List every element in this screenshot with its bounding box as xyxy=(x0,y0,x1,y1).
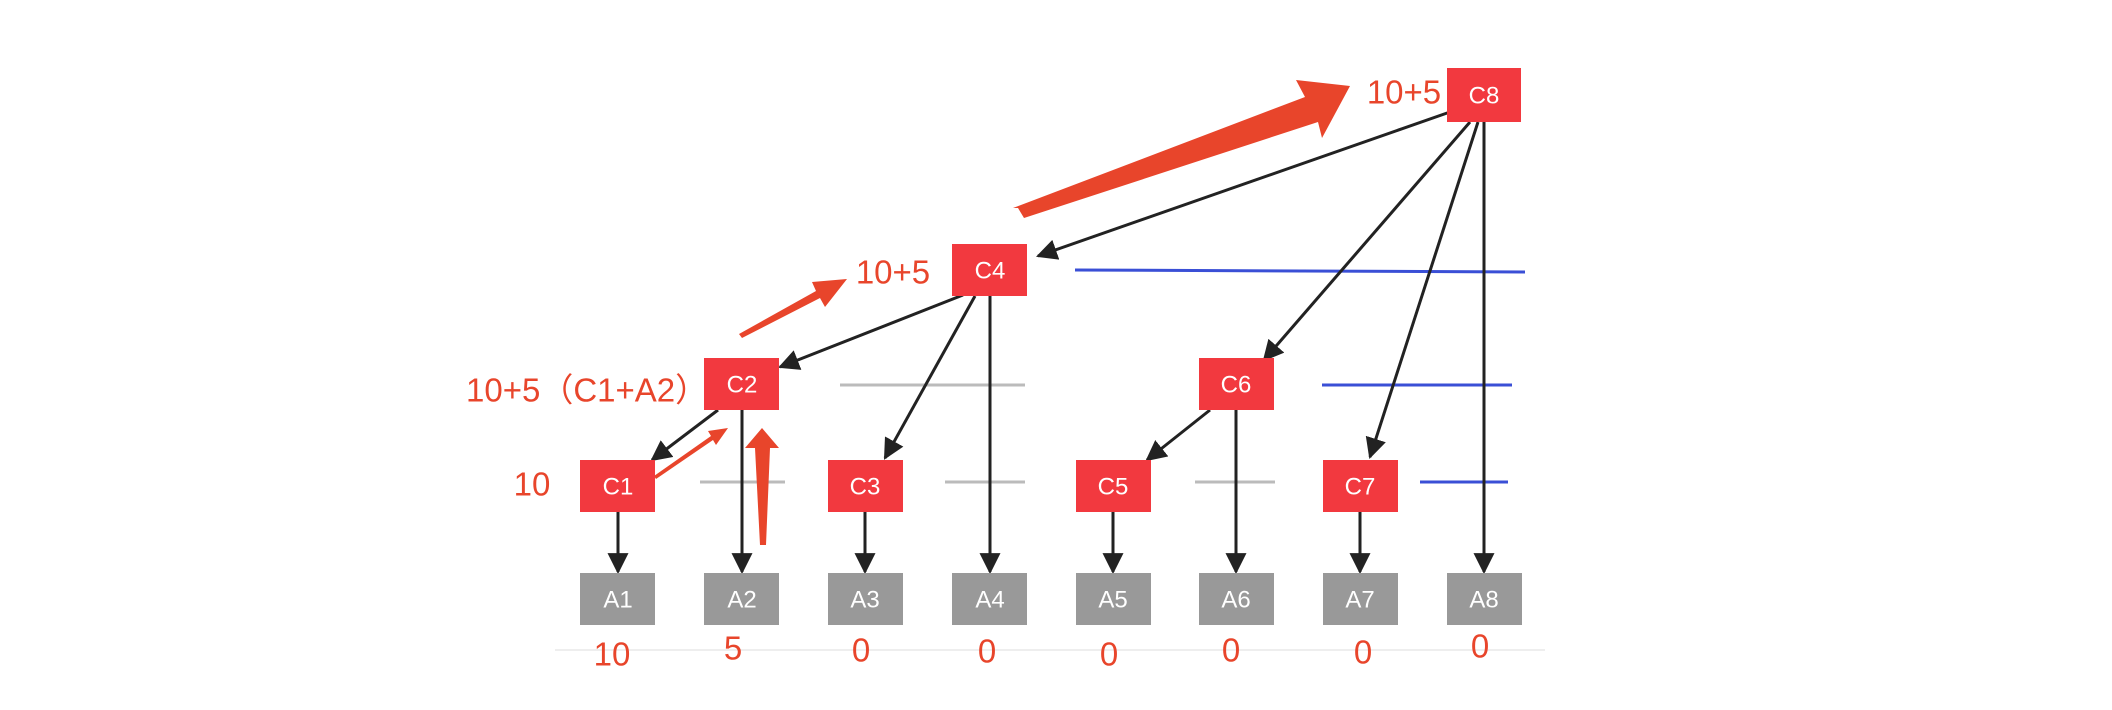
node-A7: A7 xyxy=(1323,573,1398,625)
node-label: A6 xyxy=(1221,587,1250,614)
node-C2: C2 xyxy=(704,358,779,410)
node-C4: C4 xyxy=(952,244,1027,296)
node-C7: C7 xyxy=(1323,460,1398,512)
node-label: A3 xyxy=(850,587,879,614)
annotation-c8: 10+5 xyxy=(1367,74,1441,111)
edge-c6-c5 xyxy=(1145,408,1211,462)
node-A5: A5 xyxy=(1076,573,1151,625)
edge-c2-c1 xyxy=(650,408,719,462)
red-arrow-a2-to-c2 xyxy=(745,428,779,545)
edge-c4-c2 xyxy=(778,293,964,370)
annotation-c1: 10 xyxy=(514,466,551,503)
node-label: A1 xyxy=(603,587,632,614)
node-label: A8 xyxy=(1469,587,1498,614)
node-C8: C8 xyxy=(1447,68,1521,122)
edge-c8-c7 xyxy=(1365,121,1480,459)
value-a6: 0 xyxy=(1222,632,1240,669)
node-label: C8 xyxy=(1469,83,1500,110)
value-a1: 10 xyxy=(594,636,631,673)
node-label: A5 xyxy=(1098,587,1127,614)
node-label: C3 xyxy=(850,474,881,501)
value-annotations: 10 5 0 0 0 0 0 0 xyxy=(594,628,1490,673)
node-A2: A2 xyxy=(704,573,779,625)
node-label: A2 xyxy=(727,587,756,614)
red-arrow-c4-to-c8 xyxy=(1013,80,1350,218)
value-a8: 0 xyxy=(1471,628,1489,665)
red-arrow-c2-to-c4 xyxy=(739,279,847,338)
annotation-c2: 10+5（C1+A2） xyxy=(466,372,708,409)
value-a3: 0 xyxy=(852,632,870,669)
node-A6: A6 xyxy=(1199,573,1274,625)
node-A8: A8 xyxy=(1447,573,1522,625)
node-label: A4 xyxy=(975,587,1004,614)
edge-c8-c4 xyxy=(1036,110,1451,260)
node-A3: A3 xyxy=(828,573,903,625)
red-arrow-c1-to-c2 xyxy=(654,428,728,479)
edge-c4-c3 xyxy=(883,295,977,460)
value-a7: 0 xyxy=(1354,634,1372,671)
node-C5: C5 xyxy=(1076,460,1151,512)
edge-c8-c6 xyxy=(1262,121,1472,362)
sum-annotations: 10+5 10+5 10+5（C1+A2） 10 xyxy=(466,74,1441,503)
value-a5: 0 xyxy=(1100,636,1118,673)
node-label: A7 xyxy=(1345,587,1374,614)
node-label: C4 xyxy=(975,258,1006,285)
node-label: C5 xyxy=(1098,474,1129,501)
node-A1: A1 xyxy=(580,573,655,625)
gray-guide-lines xyxy=(700,383,1275,484)
node-label: C7 xyxy=(1345,474,1376,501)
node-C3: C3 xyxy=(828,460,903,512)
node-label: C1 xyxy=(603,474,634,501)
blue-guide-lines xyxy=(1074,268,1526,484)
node-label: C6 xyxy=(1221,372,1252,399)
node-label: C2 xyxy=(727,372,758,399)
value-a4: 0 xyxy=(978,633,996,670)
node-C6: C6 xyxy=(1199,358,1274,410)
blue-line-c4-level xyxy=(1074,268,1526,274)
tree-edges xyxy=(607,110,1495,575)
node-C1: C1 xyxy=(580,460,655,512)
node-A4: A4 xyxy=(952,573,1027,625)
red-arrows xyxy=(654,80,1350,545)
value-a2: 5 xyxy=(724,630,742,667)
annotation-c4: 10+5 xyxy=(856,254,930,291)
